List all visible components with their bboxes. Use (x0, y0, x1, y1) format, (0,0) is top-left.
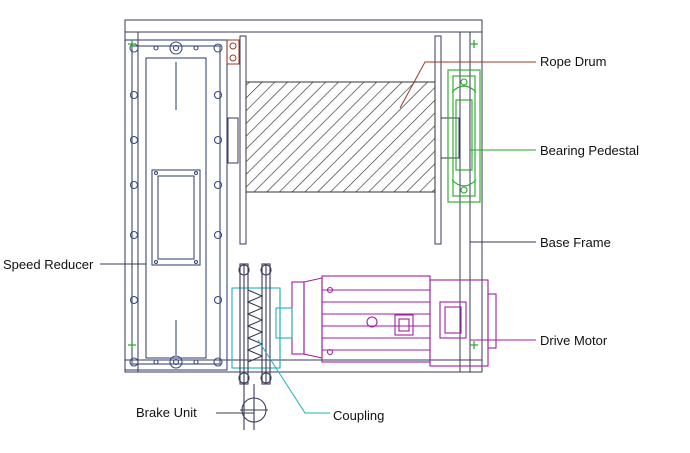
frame-corner-marks (470, 40, 478, 349)
speed-reducer-label: Speed Reducer (3, 257, 94, 272)
bearing-pedestal-label: Bearing Pedestal (540, 143, 640, 158)
rope-drum (239, 35, 460, 245)
base-frame-label: Base Frame (540, 235, 611, 250)
brake-unit (238, 263, 272, 430)
leader-lines (100, 61, 536, 414)
rope-drum-leader (399, 61, 536, 109)
coupling (231, 287, 293, 369)
bearing-pedestal (447, 69, 481, 203)
base-frame (124, 19, 483, 373)
reducer-corner-marks (128, 40, 136, 349)
drum-coupling-flange (226, 39, 240, 164)
speed-reducer (124, 39, 228, 371)
coupling-leader (257, 339, 330, 414)
drive-motor (291, 275, 497, 367)
drive-motor-label: Drive Motor (540, 333, 608, 348)
coupling-label: Coupling (333, 408, 385, 423)
brake-unit-label: Brake Unit (136, 405, 197, 420)
rope-drum-label: Rope Drum (540, 54, 607, 69)
